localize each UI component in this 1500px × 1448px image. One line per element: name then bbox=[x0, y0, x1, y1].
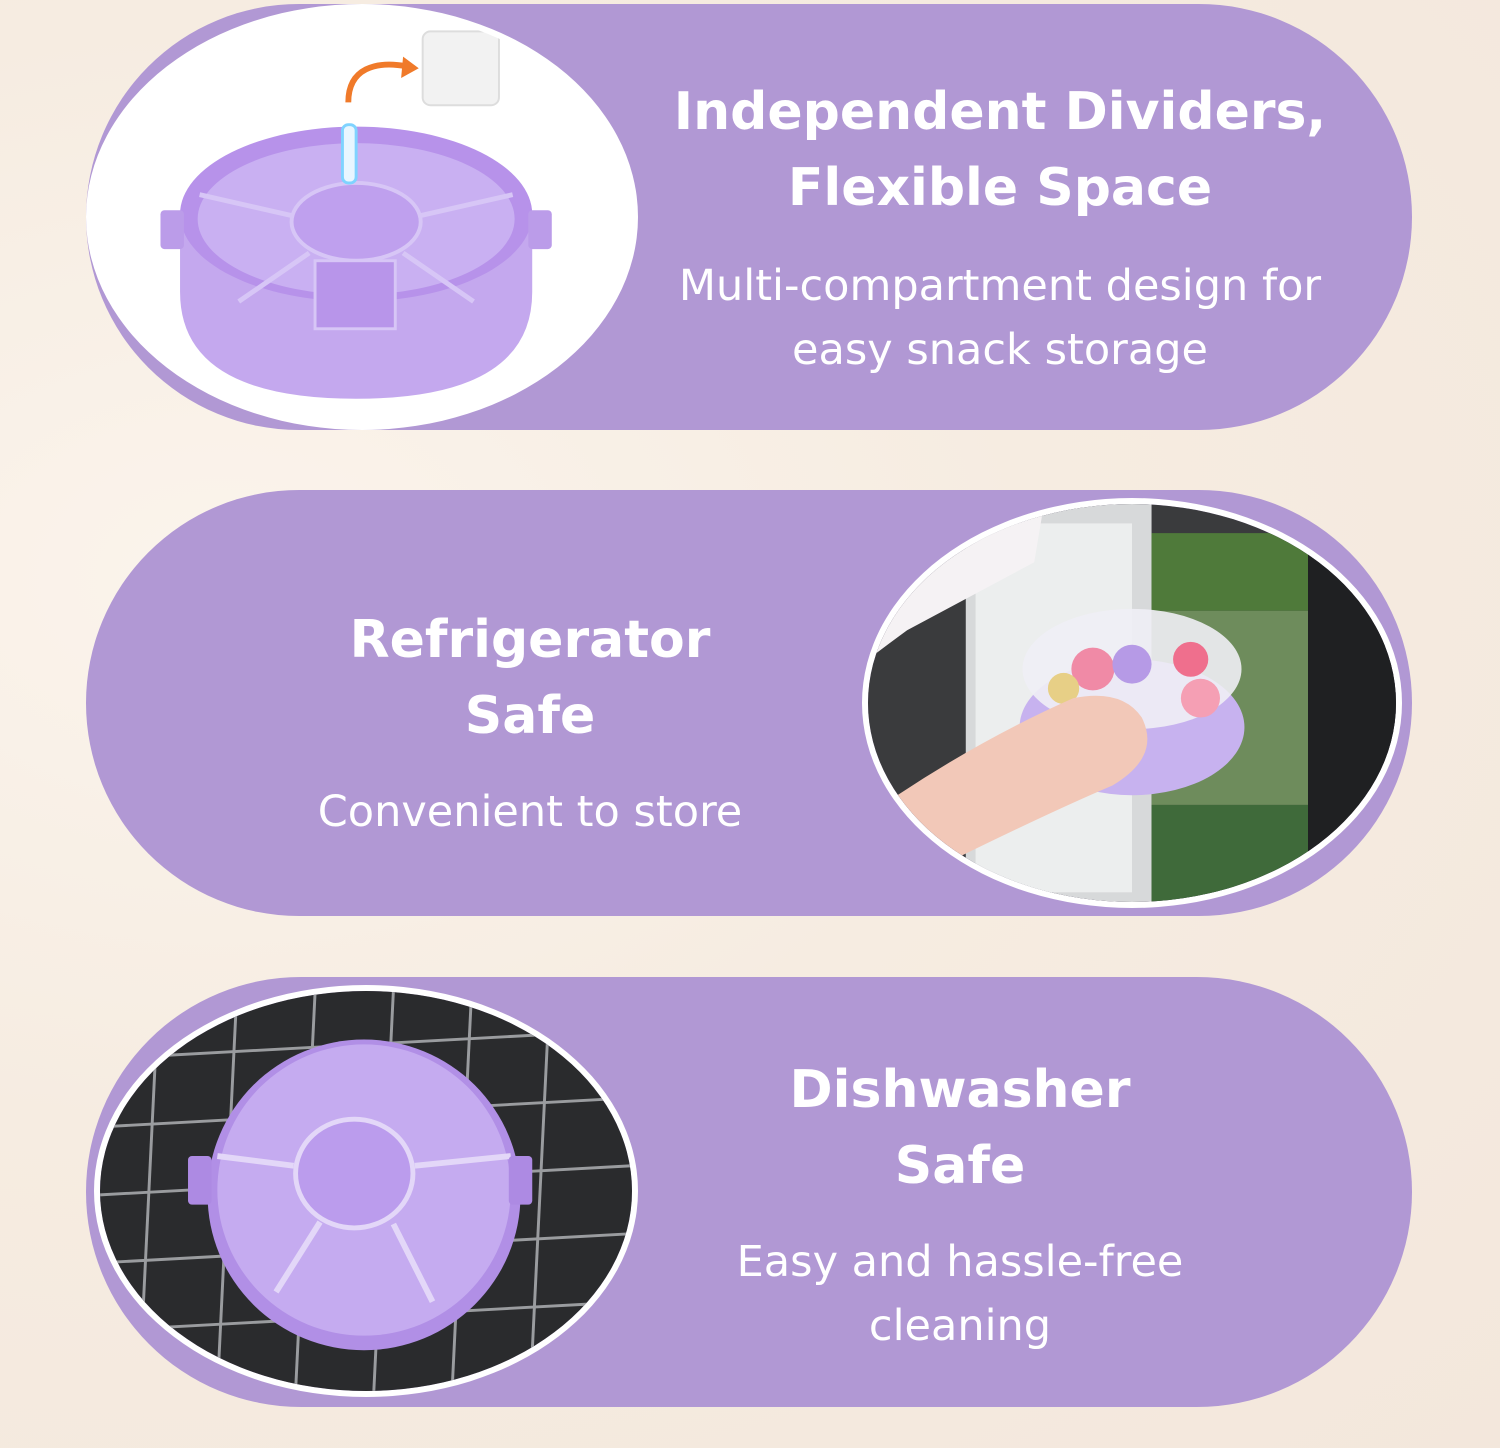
dishwasher-photo bbox=[94, 985, 638, 1397]
feature-title: Dishwasher Safe bbox=[660, 1052, 1260, 1204]
feature-subtitle: Easy and hassle-free cleaning bbox=[660, 1230, 1260, 1358]
subtitle-line: Convenient to store bbox=[317, 787, 743, 837]
title-line: Flexible Space bbox=[787, 158, 1213, 218]
subtitle-line: easy snack storage bbox=[792, 325, 1208, 375]
feature-text-dividers: Independent Dividers, Flexible Space Mul… bbox=[650, 74, 1350, 382]
subtitle-line: cleaning bbox=[868, 1301, 1052, 1351]
divider-product-image bbox=[86, 4, 638, 430]
title-line: Dishwasher bbox=[789, 1060, 1131, 1120]
title-line: Safe bbox=[464, 686, 596, 746]
feature-title: Independent Dividers, Flexible Space bbox=[650, 74, 1350, 226]
title-line: Refrigerator bbox=[349, 610, 711, 670]
title-line: Safe bbox=[894, 1136, 1026, 1196]
feature-subtitle: Multi-compartment design for easy snack … bbox=[650, 254, 1350, 382]
title-line: Independent Dividers, bbox=[673, 82, 1327, 142]
feature-text-dishwasher: Dishwasher Safe Easy and hassle-free cle… bbox=[660, 1052, 1260, 1358]
subtitle-line: Multi-compartment design for bbox=[678, 261, 1322, 311]
feature-text-refrigerator: Refrigerator Safe Convenient to store bbox=[240, 602, 820, 844]
refrigerator-photo bbox=[862, 498, 1402, 908]
subtitle-line: Easy and hassle-free bbox=[736, 1237, 1184, 1287]
feature-subtitle: Convenient to store bbox=[240, 780, 820, 844]
feature-title: Refrigerator Safe bbox=[240, 602, 820, 754]
